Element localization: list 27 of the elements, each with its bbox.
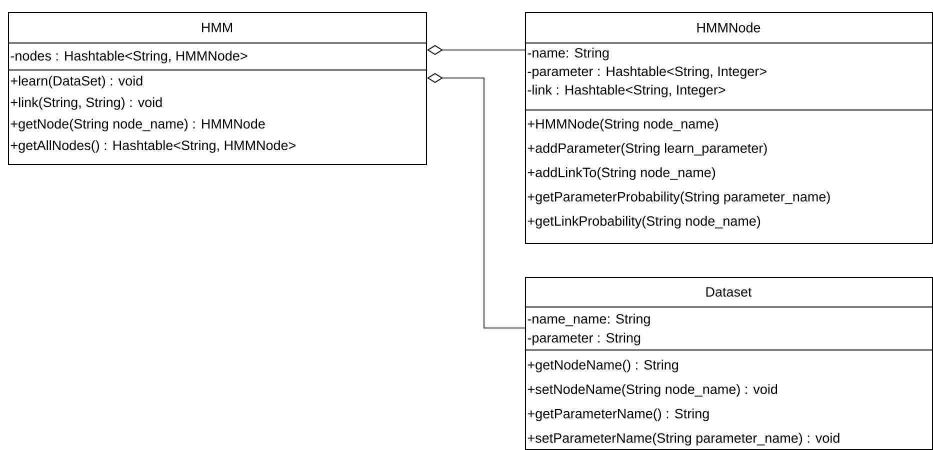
class-box [524, 277, 933, 450]
method-text: +addLinkTo(String node_name) [528, 167, 716, 180]
method-text: +addParameter(String learn_parameter) [528, 143, 767, 156]
method-text: +learn(DataSet) : void [10, 76, 142, 88]
aggregation-line [427, 73, 526, 328]
class-name: Dataset [706, 287, 752, 297]
class-name: HMMNode [697, 22, 760, 32]
method-text: +getNode(String node_name) : HMMNode [10, 118, 265, 132]
method-text: +setParameterName(String parameter_name) : void [528, 432, 840, 446]
method-text: +link(String, String) : void [10, 97, 162, 110]
method-text: +getLinkProbability(String node_name) [528, 216, 760, 228]
method-text: +getAllNodes() : Hashtable<String, HMMNode> [10, 140, 296, 153]
attribute-text: -link : Hashtable<String, Integer> [528, 84, 726, 98]
aggregation-line [427, 45, 526, 55]
attribute-text: -nodes : Hashtable<String, HMMNode> [10, 50, 248, 64]
method-text: +getNodeName() : String [528, 360, 678, 372]
method-text: +getParameterProbability(String parameter_name) [528, 192, 830, 204]
attribute-text: -name_name: String [528, 314, 650, 326]
class-box [524, 12, 933, 244]
class-name: HMM [202, 22, 232, 32]
attribute-text: -parameter : String [528, 332, 640, 346]
class-box [8, 12, 427, 165]
attribute-text: -parameter : Hashtable<String, Integer> [528, 66, 766, 79]
method-text: +HMMNode(String node_name) [528, 118, 718, 132]
attribute-text: -name: String [528, 48, 609, 60]
method-text: +setNodeName(String node_name) : void [528, 384, 778, 397]
method-text: +getParameterName() : String [528, 408, 709, 422]
